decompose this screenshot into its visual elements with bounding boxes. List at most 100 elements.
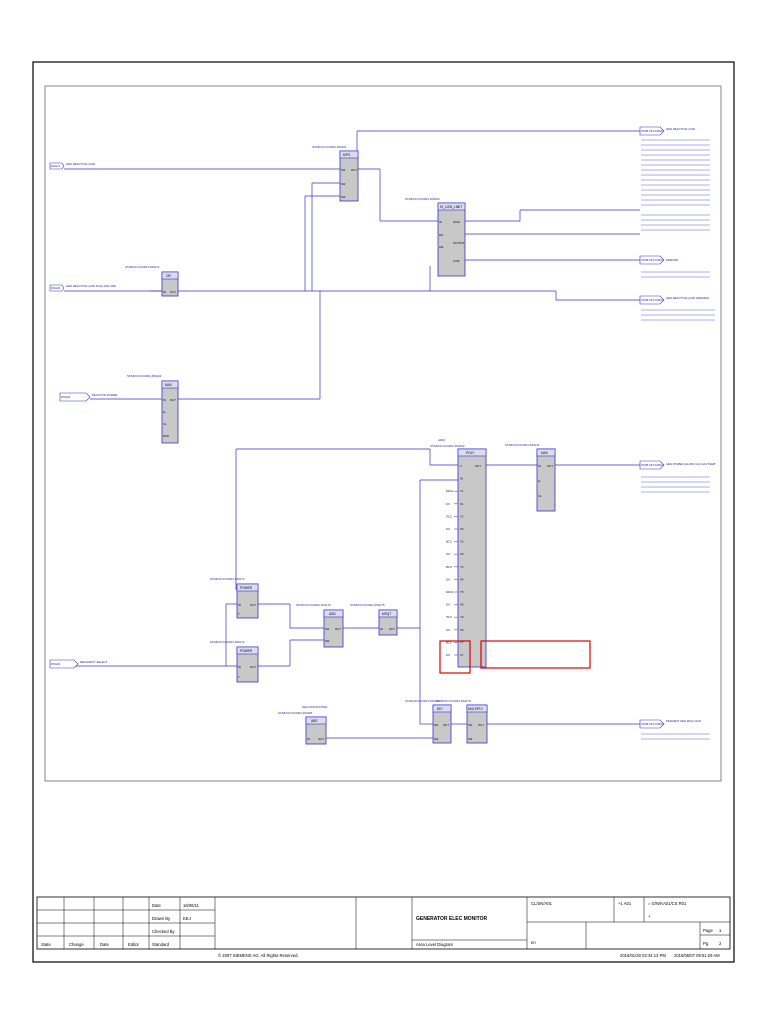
- svg-text:IN: IN: [238, 603, 241, 607]
- block-power-2[interactable]: STAB.KP.CC0001.DSG72 POWER IN OUT Y: [210, 640, 259, 683]
- input-connector-4: DSG04 MEGAWATT SELECT: [49, 659, 108, 669]
- poly-pin-in: IN: [460, 477, 463, 481]
- block-or[interactable]: STAB.KP.CC0001.DSG71 OR IN OUT: [125, 265, 179, 297]
- svg-text:POWER: POWER: [240, 649, 253, 653]
- svg-text:IN2: IN2: [341, 182, 346, 186]
- page-label: Page: [703, 928, 713, 933]
- title-block: State Change Date Editor Date Drawn By C…: [36, 896, 731, 958]
- poly-pin-y3: Y3: [460, 540, 464, 544]
- svg-text:OUT: OUT: [351, 168, 357, 172]
- input-connector-3: DSG02 REACTIVE POWER: [59, 392, 117, 402]
- svg-text:A002: A002: [438, 438, 445, 442]
- svg-text:STAB.KP.CC0001: STAB.KP.CC0001: [641, 298, 664, 302]
- pg-value: 2: [719, 941, 722, 946]
- timestamp-2: 2016/06/07 09:51:29 AM: [674, 953, 720, 958]
- label-drawn-by: Drawn By: [152, 916, 171, 921]
- value-drawn-by: KEJ: [183, 916, 191, 921]
- svg-text:DEMAND: DEMAND: [666, 258, 678, 262]
- svg-text:Y: Y: [238, 612, 240, 616]
- poly-pin-y7: Y7: [460, 640, 464, 644]
- poly-pin-x7: X7: [460, 653, 464, 657]
- block-power-1[interactable]: STAB.KP.CC0001.DSG74 POWER IN OUT Y: [210, 577, 259, 619]
- page-value: 1: [719, 928, 722, 933]
- poly-pin-x: X: [460, 464, 462, 468]
- poly-pin-y5: Y5: [460, 590, 464, 594]
- block-max-1[interactable]: STAB.KP.CC0001.DSG31 MAX IN OUT LL UL NA…: [127, 374, 179, 444]
- poly-pin-y1: Y1: [460, 489, 464, 493]
- svg-text:HI_LOW_LIMIT: HI_LOW_LIMIT: [440, 205, 462, 209]
- svg-text:IN2: IN2: [434, 737, 439, 741]
- svg-text:STAB.KP.CC0001.DSG71: STAB.KP.CC0001.DSG71: [125, 265, 160, 269]
- block-div[interactable]: STAB.KP.CC0001.DSG80 DIV IN1 OUT IN2: [405, 699, 452, 744]
- block-msqt[interactable]: STAB.KP.CC0001.DSG75 MSQT IN OUT: [350, 603, 398, 636]
- poly-pin-y4: Y4: [460, 565, 464, 569]
- svg-text:DSG02: DSG02: [61, 395, 71, 399]
- poly-pin-x4: X4: [460, 577, 464, 581]
- sheet-border: [32, 61, 735, 963]
- rev-header-state: State: [41, 942, 51, 947]
- svg-text:OUT: OUT: [170, 398, 176, 402]
- rev-header-editor: Editor: [128, 942, 140, 947]
- svg-text:IN1: IN1: [325, 627, 330, 631]
- ref-code: CL/SN/A01: [531, 901, 553, 906]
- poly-const-value: 0.0: [446, 552, 450, 556]
- svg-text:OUT: OUT: [478, 723, 484, 727]
- svg-text:MEGAWATT SELECT: MEGAWATT SELECT: [80, 660, 108, 664]
- poly-const-value: 0.0: [446, 527, 450, 531]
- poly-pin-out: OUT: [475, 464, 481, 468]
- svg-text:STAB.KP.CC0001.DSG41: STAB.KP.CC0001.DSG41: [505, 443, 540, 447]
- svg-text:GEN REACTIVE LOAD: GEN REACTIVE LOAD: [66, 162, 95, 166]
- diagram-frame: [44, 85, 722, 782]
- block-abs[interactable]: GEN MVA RATING STAB.KP.CC0001.DSG81 ABS …: [278, 705, 328, 745]
- poly-pin-y2: Y2: [460, 514, 464, 518]
- svg-text:REACTIVE POWER: REACTIVE POWER: [92, 393, 117, 397]
- svg-text:IN: IN: [538, 464, 541, 468]
- svg-text:IN: IN: [307, 737, 310, 741]
- label-date: Date: [152, 903, 162, 908]
- output-connector-2: STAB.KP.CC0001 DEMAND: [639, 255, 710, 278]
- svg-text:UL: UL: [163, 422, 167, 426]
- poly-const-value: 0.0: [446, 628, 450, 632]
- svg-text:POWER: POWER: [240, 586, 253, 590]
- svg-text:DIV: DIV: [437, 707, 443, 711]
- timestamp-1: 2016/01/30 02:34:13 PM: [620, 953, 666, 958]
- block-multiply[interactable]: STAB.KP.CC0001.DSG79 MULTIPLY IN1 OUT IN…: [436, 699, 488, 744]
- output-connector-1: STAB.KP.CC0001 GEN REACTIVE LOAD: [639, 126, 710, 231]
- svg-text:PERCENT GEN MVA LOAD: PERCENT GEN MVA LOAD: [666, 719, 701, 723]
- poly-pin-x6: X6: [460, 628, 464, 632]
- block-kips[interactable]: STAB.KP.CC0001.DSG51 KIPS IN1 IN2 IN3 OU…: [312, 145, 359, 202]
- poly-const-value: 25.0: [446, 565, 452, 569]
- poly-pin-x1: X1: [460, 502, 464, 506]
- poly-const-value: 100.0: [446, 590, 453, 594]
- copyright: © 2007 SIEMENS AG. All Rights Reserved.: [218, 953, 299, 958]
- block-hi-low-limit[interactable]: STAB.KP.CC0001.DSG52 HI_LOW_LIMIT IN HI1…: [405, 197, 466, 277]
- svg-text:IN: IN: [163, 290, 166, 294]
- block-max-2[interactable]: STAB.KP.CC0001.DSG41 MAX IN OUT LL UL: [505, 443, 556, 512]
- svg-text:OUT: OUT: [335, 627, 341, 631]
- block-add[interactable]: STAB.KP.CC0001.DSG73 ADD IN1 OUT IN2: [296, 603, 344, 648]
- wires: [64, 130, 640, 739]
- svg-text:STAB.KP.CC0001: STAB.KP.CC0001: [641, 258, 664, 262]
- svg-text:STAB.KP.CC0001.DSG73: STAB.KP.CC0001.DSG73: [296, 603, 331, 607]
- value-date: 16/06/11: [183, 903, 200, 908]
- svg-text:OUT: OUT: [547, 464, 553, 468]
- svg-text:MULTIPLY: MULTIPLY: [468, 707, 484, 711]
- block-poly[interactable]: A002 STAB.KP.CC0001.DSG52 POLY XINY1100.…: [430, 438, 487, 668]
- svg-text:Y: Y: [238, 675, 240, 679]
- poly-const-value: 50.0: [446, 640, 452, 644]
- svg-text:MAX: MAX: [165, 383, 173, 387]
- svg-text:IN1: IN1: [341, 168, 346, 172]
- page-prefix: en: [531, 940, 536, 945]
- svg-text:HI1: HI1: [439, 233, 444, 237]
- rev-header-change: Change: [69, 942, 84, 947]
- highlight-box-right: [480, 640, 591, 669]
- svg-text:ADD: ADD: [329, 612, 336, 616]
- svg-text:STAB.KP.CC0001.DSG51: STAB.KP.CC0001.DSG51: [312, 145, 347, 149]
- drawing-title: GENERATOR ELEC MONITOR: [416, 916, 488, 922]
- svg-text:STAB.KP.CC0001.DSG52: STAB.KP.CC0001.DSG52: [430, 444, 465, 448]
- svg-text:STAB.KP.CC0001: STAB.KP.CC0001: [641, 463, 664, 467]
- poly-const-value: 0.0: [446, 603, 450, 607]
- svg-text:LOW: LOW: [453, 259, 460, 263]
- svg-text:STAB.KP.CC0001.DSG72: STAB.KP.CC0001.DSG72: [210, 640, 245, 644]
- svg-text:OUT: OUT: [170, 290, 176, 294]
